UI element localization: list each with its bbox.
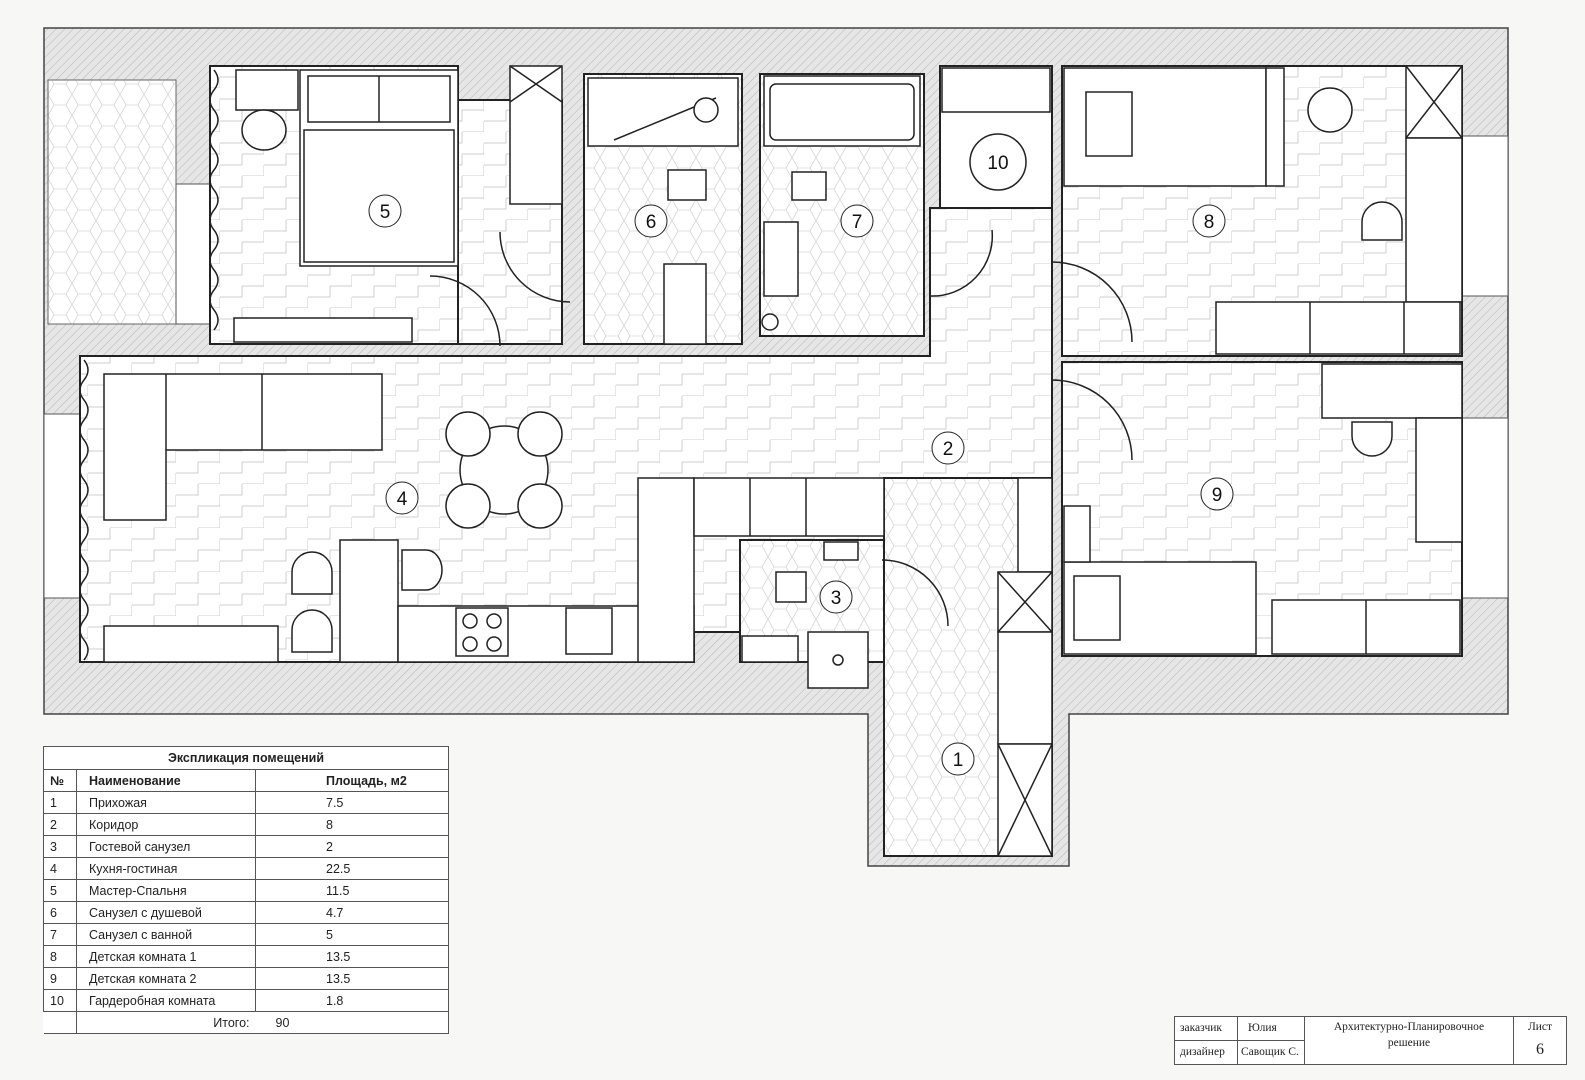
room-marker-8: 8: [1192, 204, 1226, 238]
table-title: Экспликация помещений: [43, 746, 449, 770]
room-marker-9: 9: [1200, 477, 1234, 511]
svg-text:8: 8: [1204, 212, 1215, 233]
project-title-line1: Архитектурно-Планировочное: [1333, 1021, 1485, 1033]
svg-text:4: 4: [397, 489, 408, 510]
total-value: 90: [255, 1011, 449, 1034]
room-marker-1: 1: [941, 742, 975, 776]
room-explication-table: Экспликация помещений № Наименование Пло…: [43, 746, 449, 1034]
svg-text:7: 7: [852, 212, 863, 233]
room-marker-10: 10: [987, 153, 1008, 174]
hallway-storage: [997, 477, 1053, 857]
table-total-row: Итого: 90: [43, 1011, 449, 1034]
room-marker-3: 3: [819, 580, 853, 614]
svg-text:1: 1: [953, 750, 964, 771]
room-marker-4: 4: [385, 481, 419, 515]
customer-name: Юлия: [1248, 1022, 1277, 1034]
room-marker-2: 2: [931, 431, 965, 465]
room-markers: 1 2 3 4 5 6 7 8 9 10: [368, 153, 1234, 776]
guest-wc-fixtures: [741, 541, 869, 689]
col-area-header: Площадь, м2: [255, 769, 449, 792]
sheet-number: 6: [1536, 1041, 1544, 1058]
room-marker-7: 7: [840, 204, 874, 238]
svg-text:10: 10: [987, 153, 1008, 174]
kitchen-living-furniture: [79, 359, 885, 663]
sheet-label: Лист: [1527, 1021, 1553, 1033]
designer-label: дизайнер: [1180, 1046, 1225, 1058]
designer-name: Савощик С.: [1241, 1046, 1299, 1058]
svg-text:3: 3: [831, 588, 842, 609]
svg-text:9: 9: [1212, 485, 1223, 506]
bedroom-furniture: [209, 65, 563, 343]
wardrobe-fixtures: [941, 67, 1051, 191]
bathroom-7-fixtures: [761, 75, 921, 331]
svg-text:6: 6: [646, 212, 657, 233]
bathroom-6-fixtures: [587, 77, 739, 345]
kids-room-1-furniture: [1063, 65, 1463, 355]
col-num-header: №: [43, 769, 77, 792]
title-block: заказчик Юлия дизайнер Савощик С. Архите…: [1174, 1016, 1567, 1065]
project-title-line2: решение: [1387, 1037, 1431, 1049]
svg-text:5: 5: [380, 202, 391, 223]
customer-label: заказчик: [1180, 1022, 1223, 1034]
svg-text:2: 2: [943, 439, 954, 460]
kids-room-2-furniture: [1063, 363, 1463, 655]
balcony: [47, 79, 177, 325]
room-marker-6: 6: [634, 204, 668, 238]
total-label: Итого:: [76, 1011, 256, 1034]
room-marker-5: 5: [368, 194, 402, 228]
doors: [429, 229, 1133, 627]
col-name-header: Наименование: [76, 769, 256, 792]
